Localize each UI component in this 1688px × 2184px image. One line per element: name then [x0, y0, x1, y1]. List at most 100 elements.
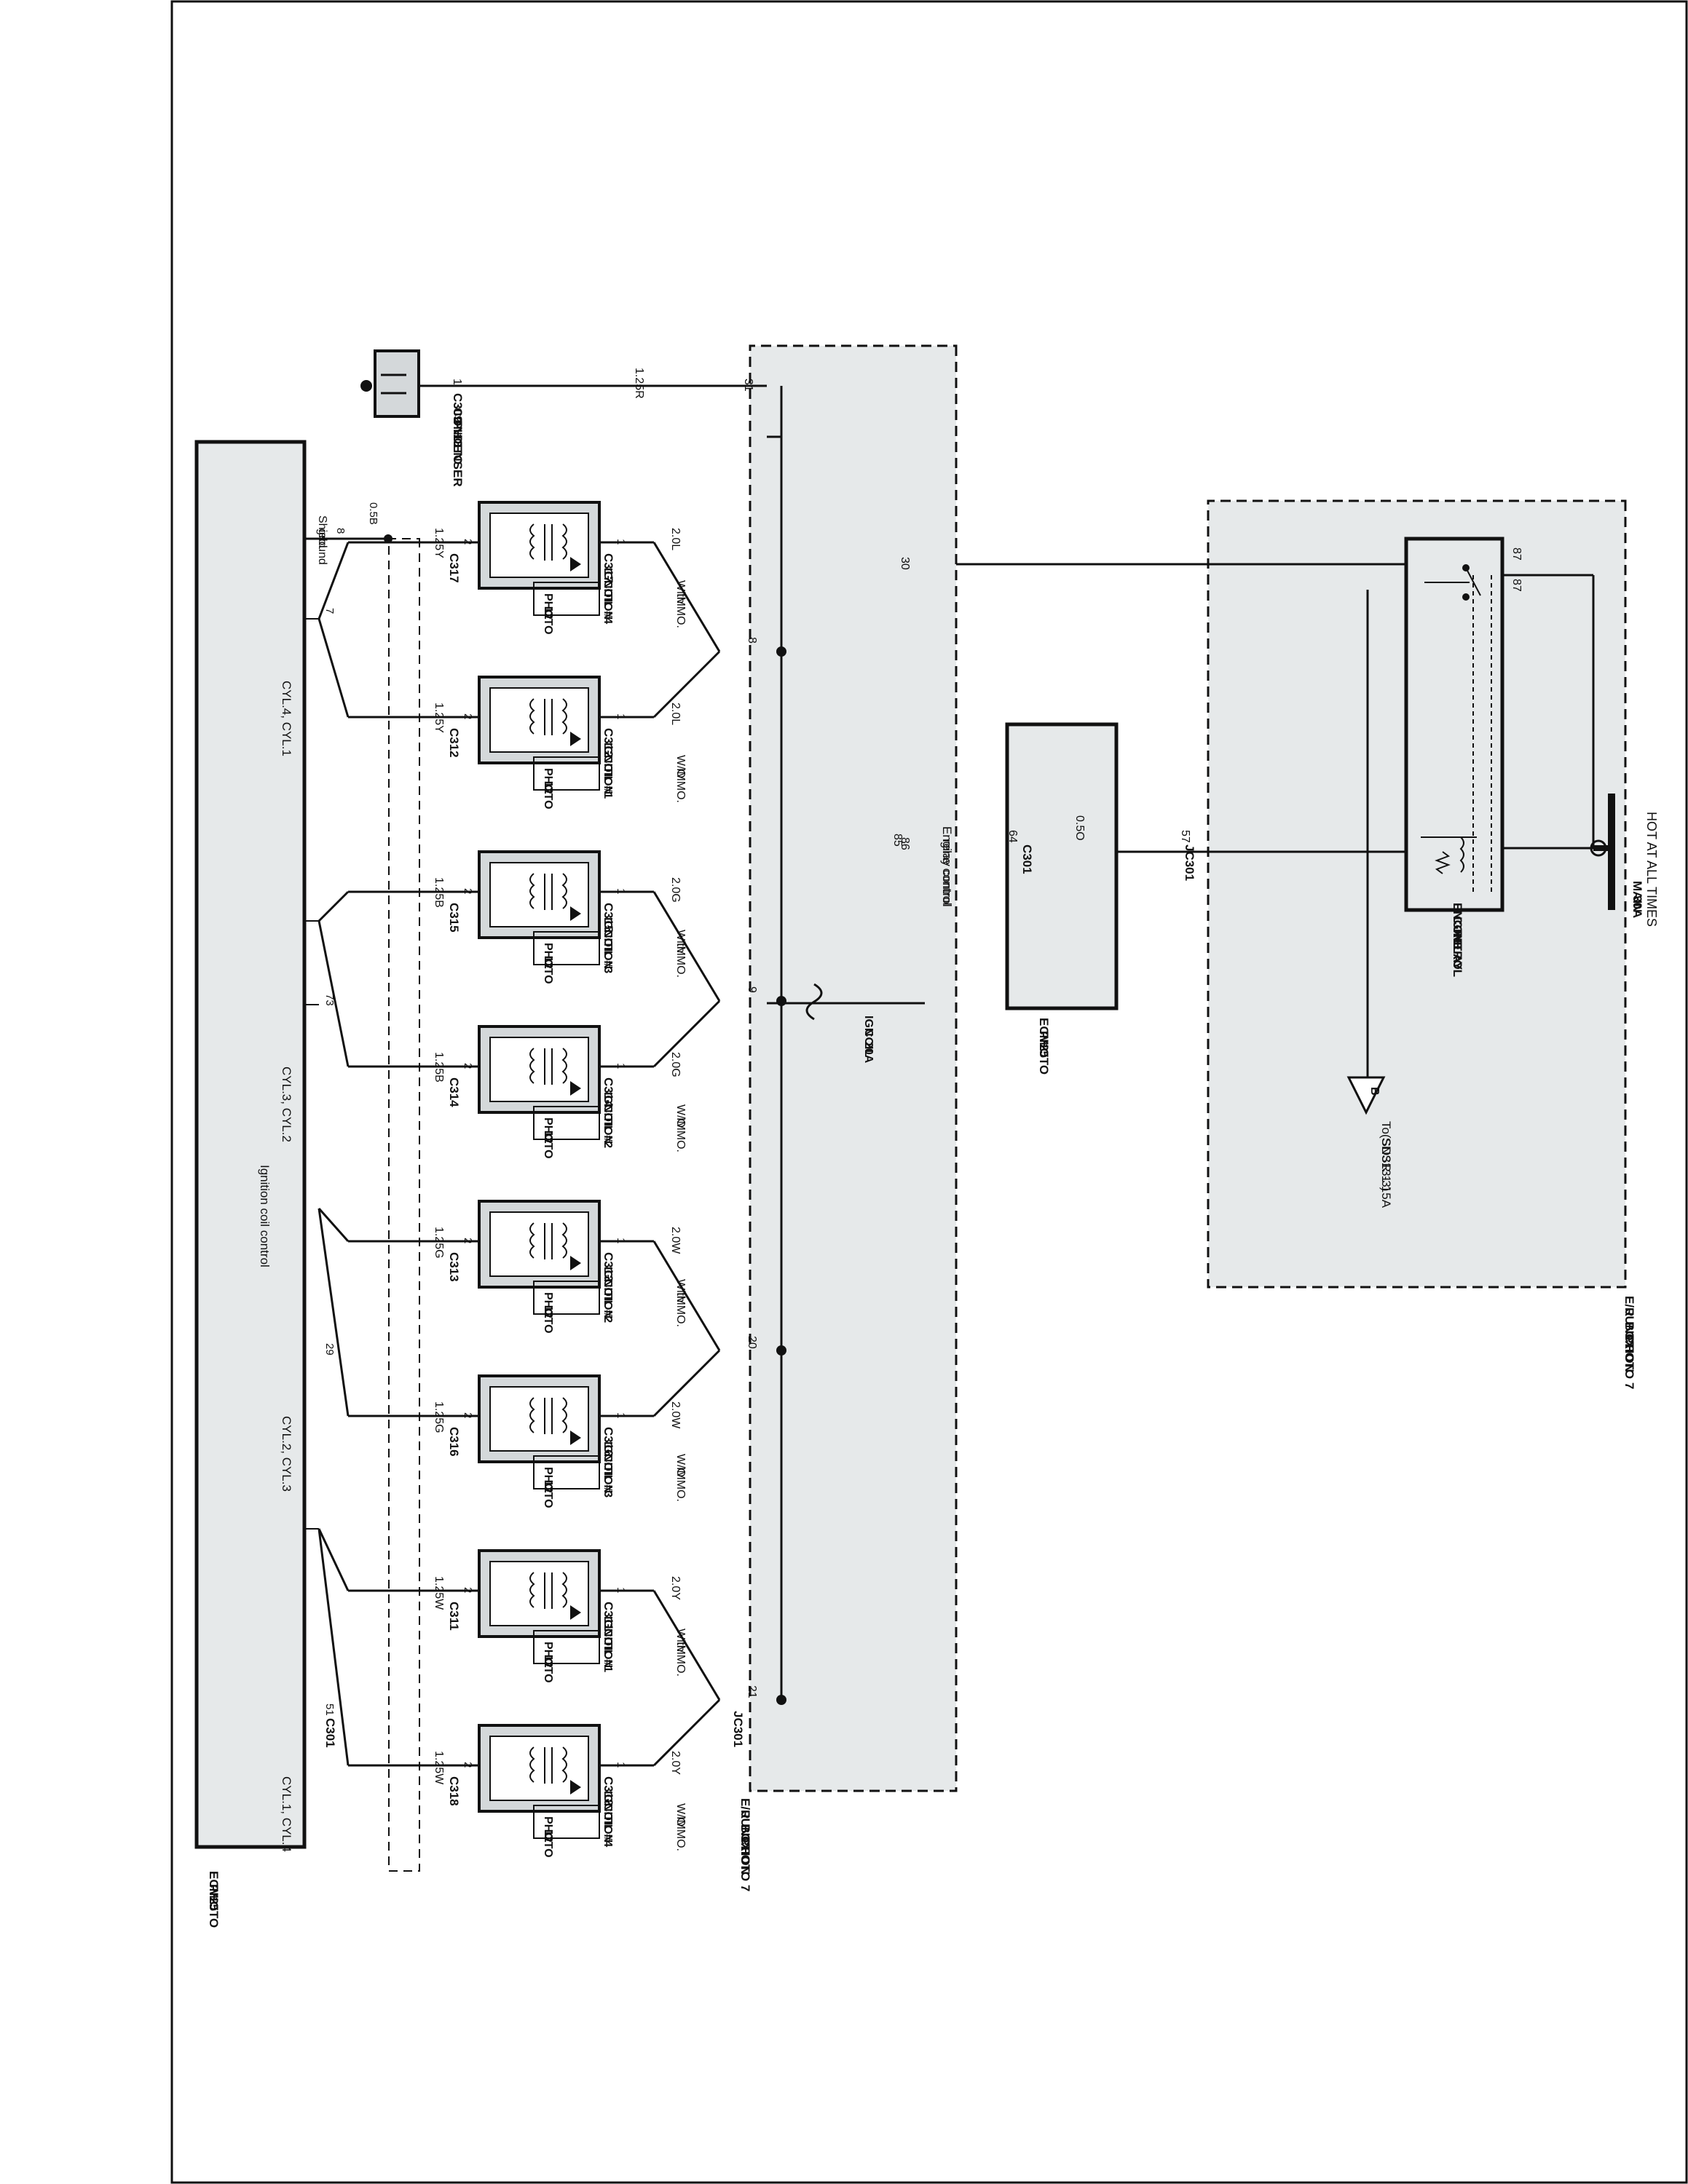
coil-connector-label: C315 [602, 903, 615, 933]
relay-pin-label: 87 [1510, 579, 1523, 592]
coil-signal-wire-label: 1.25W [433, 1576, 445, 1610]
coil-pin-label: 1 [615, 1587, 627, 1593]
coil-photo-box [533, 1455, 600, 1489]
relay-pin-label: 87 [1510, 547, 1523, 561]
coil-connector-label: C314 [447, 1077, 461, 1107]
junction-box-label: BOX [738, 1824, 752, 1852]
ground-symbol [360, 380, 372, 392]
coil-power-wire-label: 2.0L [669, 528, 682, 550]
coil-pin-label: 2 [462, 1063, 474, 1069]
coil-number-label: COIL #2 [602, 1279, 614, 1323]
condenser-wire-label: 1.25R [633, 368, 645, 399]
diode-icon [570, 1431, 581, 1445]
coil-pin-label: 2 [462, 1762, 474, 1768]
ecm-relay-connector: C301 [1020, 844, 1034, 874]
relay-pin-label: 30 [899, 557, 911, 570]
ecm-relay-control-text: Engine control [940, 826, 954, 906]
jc-pin-label: 57 [1179, 830, 1191, 843]
coil-signal-wire-label: 1.25W [433, 1751, 445, 1785]
coil-photo-label: PHOTO [542, 593, 554, 635]
coil-photo-box [533, 931, 600, 965]
splice-dot [776, 996, 786, 1006]
condenser-block [374, 349, 420, 418]
junction-box-label: BOX [1622, 1322, 1636, 1350]
ignition-coil [318, 618, 721, 764]
diode-icon [570, 1256, 581, 1270]
coil-power-wire-label: 2.0G [669, 877, 682, 903]
immo-option-label: With [674, 930, 687, 953]
shield-wire-label: 0.5B [367, 502, 379, 525]
coil-photo-label: PHOTO [542, 1117, 554, 1159]
photo-label: 25 [207, 1897, 221, 1911]
coil-signal-wire-label: 1.25B [433, 1052, 445, 1083]
ground-ref-text: (SD313-3) [1379, 1134, 1393, 1191]
coil-signal-wire-label: 1.25Y [433, 528, 445, 558]
immo-option-label: IMMO. [674, 1467, 687, 1502]
coil-number-label: COIL #1 [602, 755, 614, 799]
splice-dot [776, 1695, 786, 1705]
ignition-coil [318, 1208, 721, 1463]
coil-pin-label: 2 [462, 713, 474, 719]
coil-pin-label: 1 [615, 888, 627, 894]
coil-inner [489, 862, 589, 927]
photo-label: PHOTO [207, 1884, 221, 1928]
condenser-connector: C309 [451, 393, 465, 423]
coil-pin-label: 2 [462, 888, 474, 894]
coil-connector-label: C312 [447, 728, 461, 758]
coil-photo-label: PHOTO [542, 768, 554, 810]
condenser-label: CONDENSER [451, 408, 465, 487]
coil-name-label: IGNITION [602, 1616, 614, 1668]
coil-connector-label: C311 [602, 1602, 615, 1631]
ign-fuse-label: IGN [862, 1016, 875, 1036]
ignition-coil [318, 920, 721, 1114]
coil-photo-num: 12 [542, 606, 554, 620]
coil-number-label: COIL #3 [602, 930, 614, 973]
coil-pin-label: 1 [615, 713, 627, 719]
coil-photo-num: 12 [542, 1305, 554, 1318]
immo-option-label: IMMO. [674, 768, 687, 803]
ecm-group-pin: 7 [323, 608, 336, 614]
coil-connector-label: C317 [602, 553, 615, 583]
ecm-connector: C301 [323, 1718, 337, 1748]
coil-connector-label: C313 [447, 1252, 461, 1282]
coil-pin-label: 1 [615, 1762, 627, 1768]
coil-inner [489, 1561, 589, 1626]
ecm-relay-pin: 64 [1006, 830, 1019, 843]
coil-inner [489, 1211, 589, 1277]
hot-at-all-times-label: HOT AT ALL TIMES [1644, 812, 1659, 927]
coil-connector-label: C316 [602, 1427, 615, 1457]
coil-pin-label: 1 [615, 1063, 627, 1069]
coil-photo-num: 12 [542, 1131, 554, 1144]
junction-box-label: JUNCTION [1622, 1309, 1636, 1372]
relay-label: CONTROL [1451, 916, 1464, 977]
shield-pin: 8 [334, 528, 347, 534]
ecm-relay-control-text: relay control [940, 839, 954, 907]
relay-pin-label: 86 [899, 837, 911, 850]
coil-inner [489, 1386, 589, 1452]
coil-inner [489, 687, 589, 753]
jc-connector-label: JC301 [731, 1711, 745, 1747]
diode-icon [570, 557, 581, 571]
coil-connector-label: C312 [602, 728, 615, 758]
coil-power-wire-label: 2.0Y [669, 1576, 682, 1600]
photo-label: 18 [451, 434, 465, 448]
coil-inner [489, 1037, 589, 1102]
immo-option-label: With [674, 580, 687, 604]
splice-dot [776, 646, 786, 657]
ecm-relay-control-box [1005, 722, 1119, 1010]
junction-box-label: E/R [738, 1798, 752, 1819]
immo-option-label: IMMO. [674, 1816, 687, 1851]
splice-pin-label: 21 [746, 1685, 758, 1698]
ignition-coil-control-label: Ignition coil control [258, 1165, 272, 1267]
coil-signal-wire-label: 1.25G [433, 1227, 445, 1259]
shield-dashed-box [388, 538, 420, 1872]
coil-number-label: COIL #4 [602, 1803, 614, 1847]
diagram-content [194, 344, 1627, 1872]
main-fuse-label: MAIN [1630, 881, 1644, 912]
shield-label: ground [316, 529, 328, 565]
coil-pin-label: 2 [462, 1238, 474, 1243]
coil-photo-label: PHOTO [542, 943, 554, 984]
ignition-coil [318, 850, 721, 1002]
coil-photo-box [533, 1805, 600, 1839]
